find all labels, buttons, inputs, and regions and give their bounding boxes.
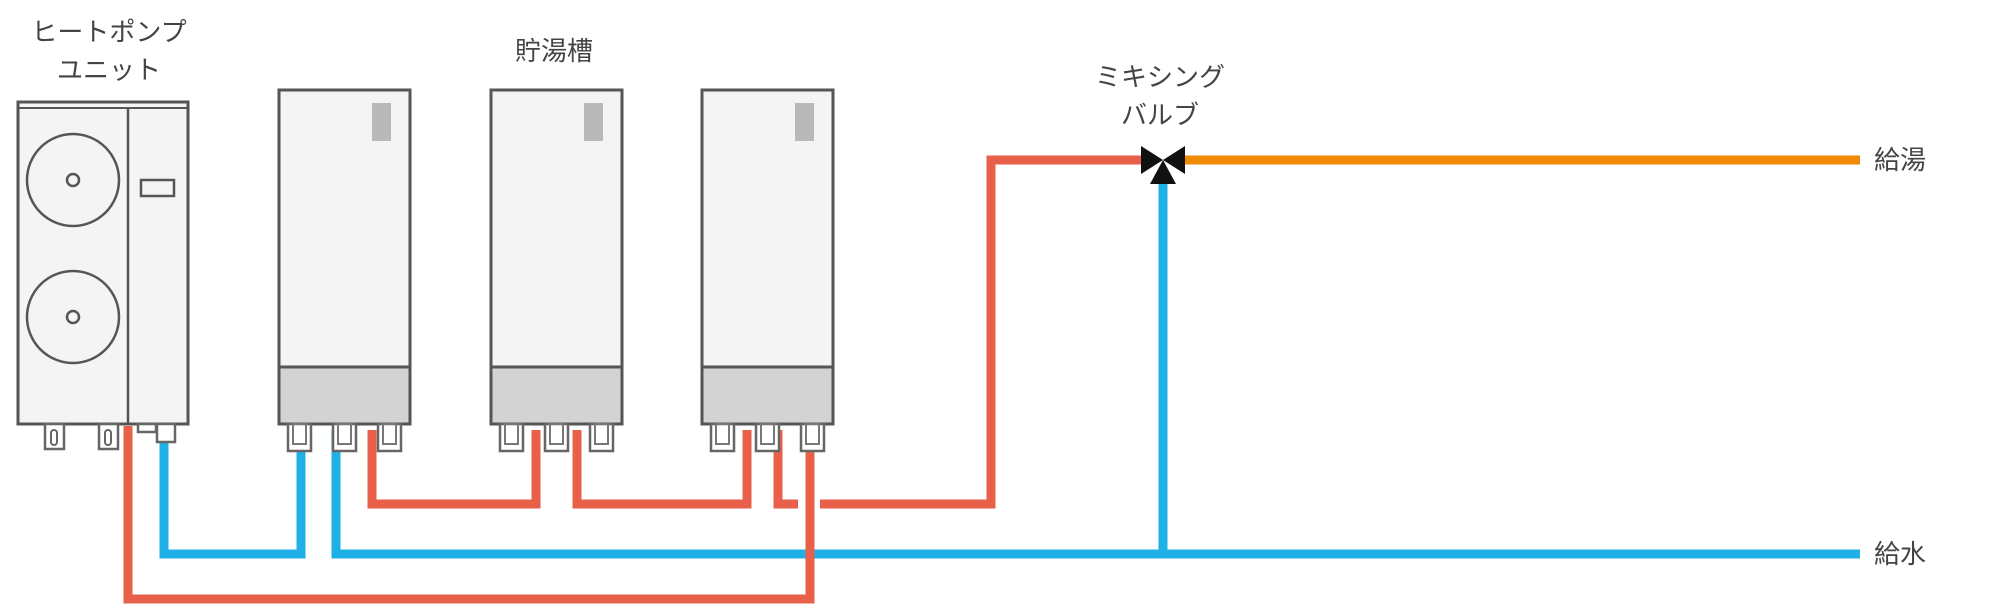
connector-inner bbox=[382, 423, 397, 445]
connector-inner bbox=[760, 423, 775, 445]
tank-connector bbox=[754, 422, 781, 453]
storage-tank bbox=[277, 88, 412, 453]
tank-base bbox=[277, 365, 412, 426]
connector-inner bbox=[504, 423, 519, 445]
hot-pipe-tank3-heatpump bbox=[123, 426, 815, 604]
tank-connector bbox=[588, 422, 615, 453]
connector-inner bbox=[715, 423, 730, 445]
tank-connector bbox=[331, 422, 358, 453]
heat-pump-label-2: ユニット bbox=[57, 56, 161, 86]
connector-inner bbox=[292, 423, 307, 445]
tank-connector bbox=[376, 422, 403, 453]
tank-connector bbox=[709, 422, 736, 453]
heat-pump-label: ヒートポンプ bbox=[31, 18, 186, 48]
hot-pipe-tank1-tank2 bbox=[367, 430, 541, 509]
foot bbox=[43, 422, 66, 451]
connector bbox=[136, 422, 158, 434]
cold-supply-pipe bbox=[331, 430, 1860, 559]
cold-pipe-heatpump-tank1 bbox=[159, 430, 306, 559]
storage-tanks bbox=[277, 88, 835, 453]
fan-icon bbox=[25, 132, 121, 228]
connector-inner bbox=[337, 423, 352, 445]
heat-pump-unit bbox=[16, 100, 190, 451]
connector-inner bbox=[594, 423, 609, 445]
tank-connector bbox=[498, 422, 525, 453]
storage-tank bbox=[700, 88, 835, 453]
tank-indicator bbox=[584, 103, 603, 141]
tank-indicator bbox=[372, 103, 391, 141]
foot bbox=[97, 422, 120, 451]
mixing-valve-label: ミキシング bbox=[1095, 63, 1225, 93]
cold-water-supply-label: 給水 bbox=[1874, 540, 1926, 570]
tank-connector bbox=[799, 422, 826, 453]
fan-icon bbox=[25, 269, 121, 365]
pipes bbox=[123, 155, 1860, 604]
mixing-valve-label-2: バルブ bbox=[1121, 101, 1199, 131]
connector-inner bbox=[805, 423, 820, 445]
control-panel bbox=[139, 178, 176, 198]
hot-pipe-to-valve bbox=[820, 155, 1148, 509]
mixing-valve-icon bbox=[1141, 146, 1185, 184]
hot-water-supply-label: 給湯 bbox=[1874, 146, 1926, 176]
connector-inner bbox=[549, 423, 564, 445]
storage-tank bbox=[489, 88, 624, 453]
tank-base bbox=[700, 365, 835, 426]
tank-connector bbox=[286, 422, 313, 453]
connector bbox=[155, 422, 177, 444]
storage-tank-label: 貯湯槽 bbox=[515, 37, 593, 67]
tank-base bbox=[489, 365, 624, 426]
hot-pipe-tank2-tank3 bbox=[572, 430, 752, 509]
tank-indicator bbox=[795, 103, 814, 141]
hot-pipe-tank3-out bbox=[773, 430, 798, 509]
tank-connector bbox=[543, 422, 570, 453]
